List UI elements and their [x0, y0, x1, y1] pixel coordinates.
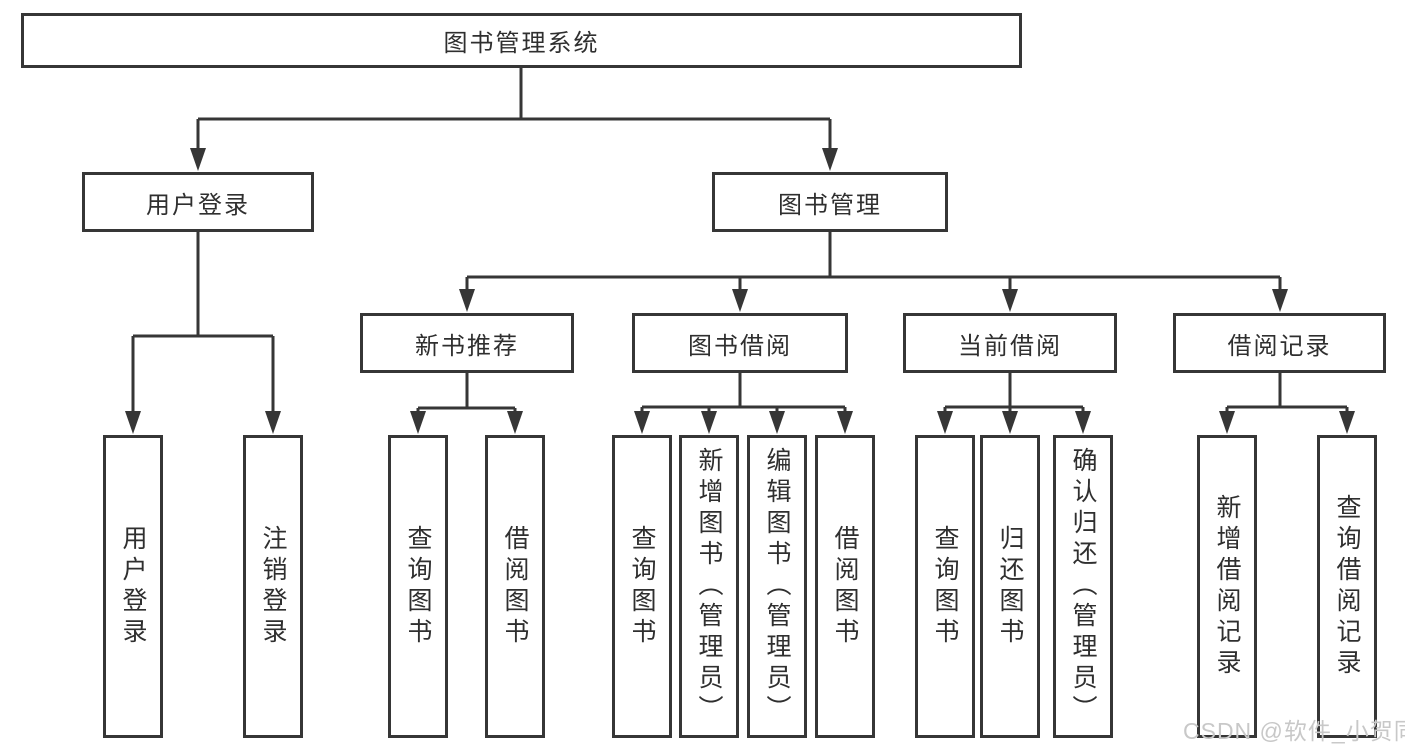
arrowhead-icon — [1219, 411, 1235, 434]
node-label: 确认归还（管理员） — [1069, 447, 1097, 726]
node-label: 借阅记录 — [1227, 332, 1332, 360]
arrowhead-icon — [1339, 411, 1355, 434]
connector-current-borrow-to-leaves — [943, 373, 1085, 412]
arrowhead-icon — [125, 411, 141, 434]
leaf-query-borrow-record: 查询借阅记录 — [1317, 435, 1377, 738]
node-label: 新增借阅记录 — [1213, 493, 1241, 680]
leaf-user-login: 用户登录 — [103, 435, 163, 738]
arrowhead-icon — [634, 411, 650, 434]
node-label: 借阅图书 — [501, 524, 529, 649]
node-label: 新书推荐 — [415, 332, 519, 360]
node-label: 图书管理 — [778, 191, 882, 219]
node-label: 用户登录 — [146, 191, 250, 219]
node-new-book-recommend: 新书推荐 — [360, 313, 574, 373]
connector-user-login-to-leaves — [131, 232, 275, 413]
arrowhead-icon — [732, 289, 748, 312]
connector-book-borrow-to-leaves — [640, 373, 847, 412]
connector-root-to-level2 — [196, 68, 832, 150]
node-label: 借阅图书 — [831, 524, 859, 649]
arrowhead-icon — [837, 411, 853, 434]
node-user-login: 用户登录 — [82, 172, 314, 232]
leaf-logout: 注销登录 — [243, 435, 303, 738]
leaf-borrow-books: 借阅图书 — [815, 435, 875, 738]
node-label: 图书借阅 — [688, 332, 792, 360]
node-label: 图书管理系统 — [443, 30, 600, 57]
node-label: 新增图书（管理员） — [695, 447, 723, 726]
arrowhead-icon — [265, 411, 281, 434]
node-book-borrow: 图书借阅 — [632, 313, 848, 373]
node-label: 查询借阅记录 — [1333, 493, 1361, 680]
arrowhead-icon — [822, 148, 838, 171]
node-current-borrow: 当前借阅 — [903, 313, 1117, 373]
node-root-system: 图书管理系统 — [21, 13, 1022, 68]
arrowhead-icon — [937, 411, 953, 434]
leaf-query-books-current: 查询图书 — [915, 435, 975, 738]
leaf-query-books-rec: 查询图书 — [388, 435, 448, 738]
node-label: 归还图书 — [996, 524, 1024, 649]
node-label: 查询图书 — [931, 524, 959, 649]
node-label: 编辑图书（管理员） — [763, 447, 791, 726]
arrowhead-icon — [1075, 411, 1091, 434]
arrowhead-icon — [1002, 289, 1018, 312]
arrowhead-icon — [410, 411, 426, 434]
leaf-return-books: 归还图书 — [980, 435, 1040, 738]
node-label: 用户登录 — [119, 524, 147, 649]
arrowhead-icon — [701, 411, 717, 434]
node-label: 注销登录 — [259, 524, 287, 649]
watermark: CSDN @软件_小贺同学 — [1183, 718, 1405, 744]
leaf-edit-books-admin: 编辑图书（管理员） — [747, 435, 807, 738]
arrowhead-icon — [507, 411, 523, 434]
arrowhead-icon — [190, 148, 206, 171]
leaf-query-books-borrow: 查询图书 — [612, 435, 672, 738]
node-borrow-records: 借阅记录 — [1173, 313, 1386, 373]
connector-borrow-records-to-leaves — [1225, 373, 1349, 412]
node-book-management: 图书管理 — [712, 172, 948, 232]
node-label: 当前借阅 — [958, 332, 1062, 360]
arrowhead-icon — [1272, 289, 1288, 312]
node-label: 查询图书 — [628, 524, 656, 649]
connector-book-mgmt-to-level3 — [465, 232, 1282, 291]
arrowhead-icon — [1002, 411, 1018, 434]
leaf-add-books-admin: 新增图书（管理员） — [679, 435, 739, 738]
arrowhead-icon — [769, 411, 785, 434]
node-label: 查询图书 — [404, 524, 432, 649]
leaf-add-borrow-record: 新增借阅记录 — [1197, 435, 1257, 738]
leaf-confirm-return-admin: 确认归还（管理员） — [1053, 435, 1113, 738]
leaf-borrow-books-rec: 借阅图书 — [485, 435, 545, 738]
connector-new-book-rec-to-leaves — [416, 373, 517, 412]
arrowhead-icon — [459, 289, 475, 312]
